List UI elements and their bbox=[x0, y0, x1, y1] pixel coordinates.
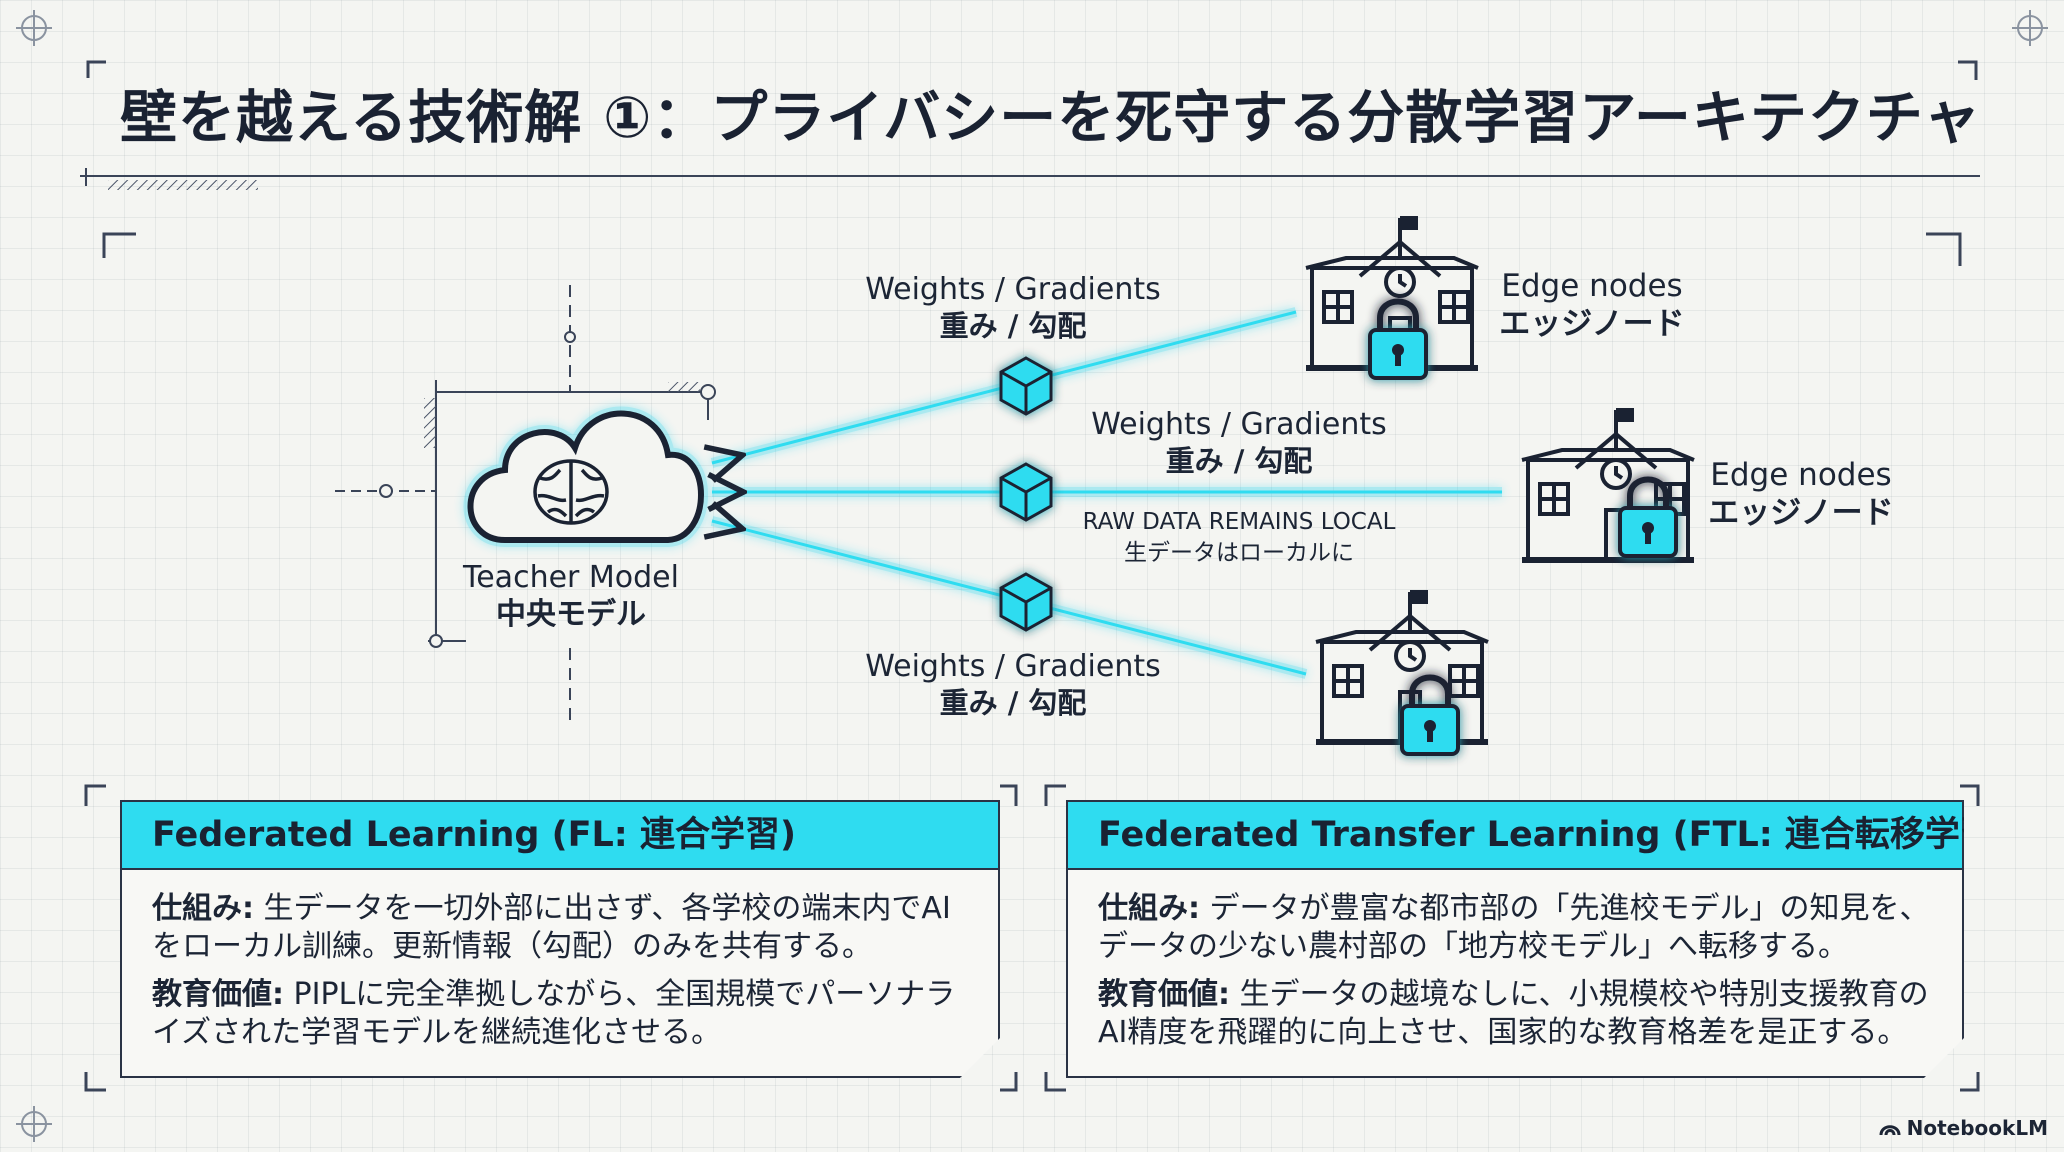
school-lock-icon bbox=[1315, 590, 1489, 756]
page-title: 壁を越える技術解 ①：プライバシーを死守する分散学習アーキテクチャ bbox=[120, 85, 1982, 151]
frame-decorations bbox=[84, 60, 1980, 1092]
ftl-panel-title: Federated Transfer Learning (FTL: 連合転移学習… bbox=[1068, 802, 1962, 870]
school-lock-icon bbox=[1305, 216, 1479, 380]
raw-data-note-en: RAW DATA REMAINS LOCAL bbox=[1083, 509, 1396, 535]
fl-value: 教育価値: PIPLに完全準拠しながら、全国規模でパーソナライズされた学習モデル… bbox=[152, 976, 968, 1052]
ftl-value-label: 教育価値: bbox=[1098, 977, 1230, 1012]
fl-mechanism-label: 仕組み: bbox=[152, 891, 254, 926]
brand-name: NotebookLM bbox=[1906, 1116, 2048, 1140]
ftl-panel: Federated Transfer Learning (FTL: 連合転移学習… bbox=[1066, 800, 1964, 1078]
fl-panel: Federated Learning (FL: 連合学習) 仕組み: 生データを… bbox=[120, 800, 1000, 1078]
fl-value-text: PIPLに完全準拠しながら、全国規模でパーソナライズされた学習モデルを継続進化さ… bbox=[152, 977, 956, 1050]
teacher-bracket bbox=[335, 285, 716, 720]
fl-value-label: 教育価値: bbox=[152, 977, 284, 1012]
link-label-ja: 重み / 勾配 bbox=[1166, 444, 1313, 478]
title-rule bbox=[80, 168, 1980, 190]
ftl-value: 教育価値: 生データの越境なしに、小規模校や特別支援教育のAI精度を飛躍的に向上… bbox=[1098, 976, 1932, 1052]
ftl-mechanism-text: データが豊富な都市部の「先進校モデル」の知見を、データの少ない農村部の「地方校モ… bbox=[1098, 891, 1930, 964]
raw-data-note-ja: 生データはローカルに bbox=[1124, 540, 1354, 566]
cube-icon bbox=[999, 462, 1053, 522]
fl-panel-title: Federated Learning (FL: 連合学習) bbox=[122, 802, 998, 870]
fl-mechanism: 仕組み: 生データを一切外部に出さず、各学校の端末内でAIをローカル訓練。更新情… bbox=[152, 890, 968, 966]
ftl-value-text: 生データの越境なしに、小規模校や特別支援教育のAI精度を飛躍的に向上させ、国家的… bbox=[1098, 977, 1929, 1050]
cube-icon bbox=[999, 356, 1053, 416]
teacher-label-en: Teacher Model bbox=[462, 560, 679, 595]
link-label-en: Weights / Gradients bbox=[1091, 407, 1387, 442]
brand-watermark: NotebookLM bbox=[1879, 1116, 2048, 1140]
edge-node-label-ja: エッジノード bbox=[1499, 306, 1684, 342]
teacher-label-ja: 中央モデル bbox=[496, 597, 646, 632]
school-lock-icon bbox=[1521, 408, 1695, 563]
link-label-ja: 重み / 勾配 bbox=[940, 309, 1087, 343]
crosshair-icons bbox=[16, 10, 2048, 1142]
edge-node-label-ja: エッジノード bbox=[1708, 495, 1893, 531]
notebooklm-logo-icon bbox=[1879, 1125, 1901, 1136]
ftl-mechanism-label: 仕組み: bbox=[1098, 891, 1200, 926]
edge-node-label-en: Edge nodes bbox=[1710, 457, 1891, 493]
link-label-en: Weights / Gradients bbox=[865, 649, 1161, 684]
cube-icon bbox=[999, 572, 1053, 632]
fl-mechanism-text: 生データを一切外部に出さず、各学校の端末内でAIをローカル訓練。更新情報（勾配）… bbox=[152, 891, 951, 964]
link-label-ja: 重み / 勾配 bbox=[940, 686, 1087, 720]
cloud-brain-icon bbox=[463, 406, 708, 547]
link-label-en: Weights / Gradients bbox=[865, 272, 1161, 307]
ftl-mechanism: 仕組み: データが豊富な都市部の「先進校モデル」の知見を、データの少ない農村部の… bbox=[1098, 890, 1932, 966]
edge-node-label-en: Edge nodes bbox=[1501, 268, 1682, 304]
